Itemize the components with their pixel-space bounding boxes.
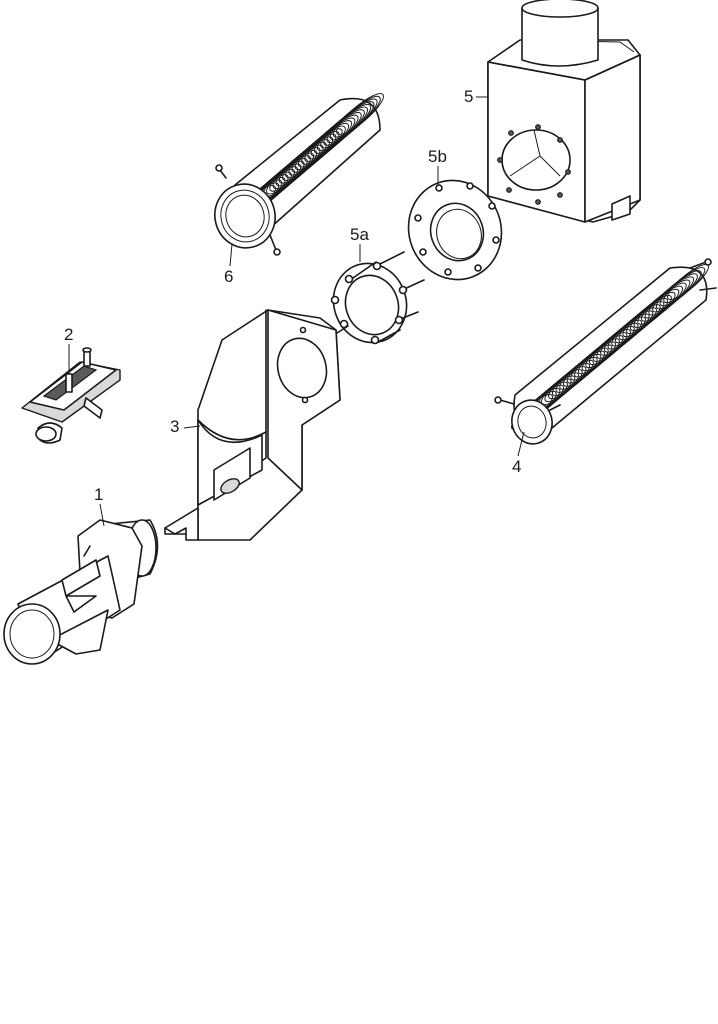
svg-text:5b: 5b [428, 147, 447, 166]
svg-text:5a: 5a [350, 225, 369, 244]
part-5b-flange-plate [407, 179, 503, 281]
hose-corrugation-ring [336, 93, 384, 135]
svg-text:6: 6 [224, 267, 233, 286]
label-part-4: 4 [512, 431, 525, 476]
label-part-3: 3 [170, 417, 201, 436]
svg-text:1: 1 [94, 485, 103, 504]
label-part-6: 6 [224, 243, 233, 286]
label-part-1: 1 [94, 485, 105, 527]
svg-text:2: 2 [64, 325, 73, 344]
label-part-5a: 5a [350, 225, 369, 262]
part-5-box-housing [487, 0, 641, 223]
svg-text:5: 5 [464, 87, 473, 106]
part-4-corrugated-hose [494, 258, 717, 445]
part-2-clamp [21, 347, 121, 444]
label-part-5b: 5b [428, 147, 447, 186]
svg-text:4: 4 [512, 457, 521, 476]
part-6-corrugated-hose [214, 93, 384, 256]
label-part-5: 5 [464, 87, 488, 106]
part-5a-mounting-ring [325, 251, 425, 345]
part-1-pipe-adapter [3, 519, 159, 665]
label-part-2: 2 [64, 325, 73, 374]
svg-text:3: 3 [170, 417, 179, 436]
part-3-mounting-bracket [164, 309, 341, 541]
